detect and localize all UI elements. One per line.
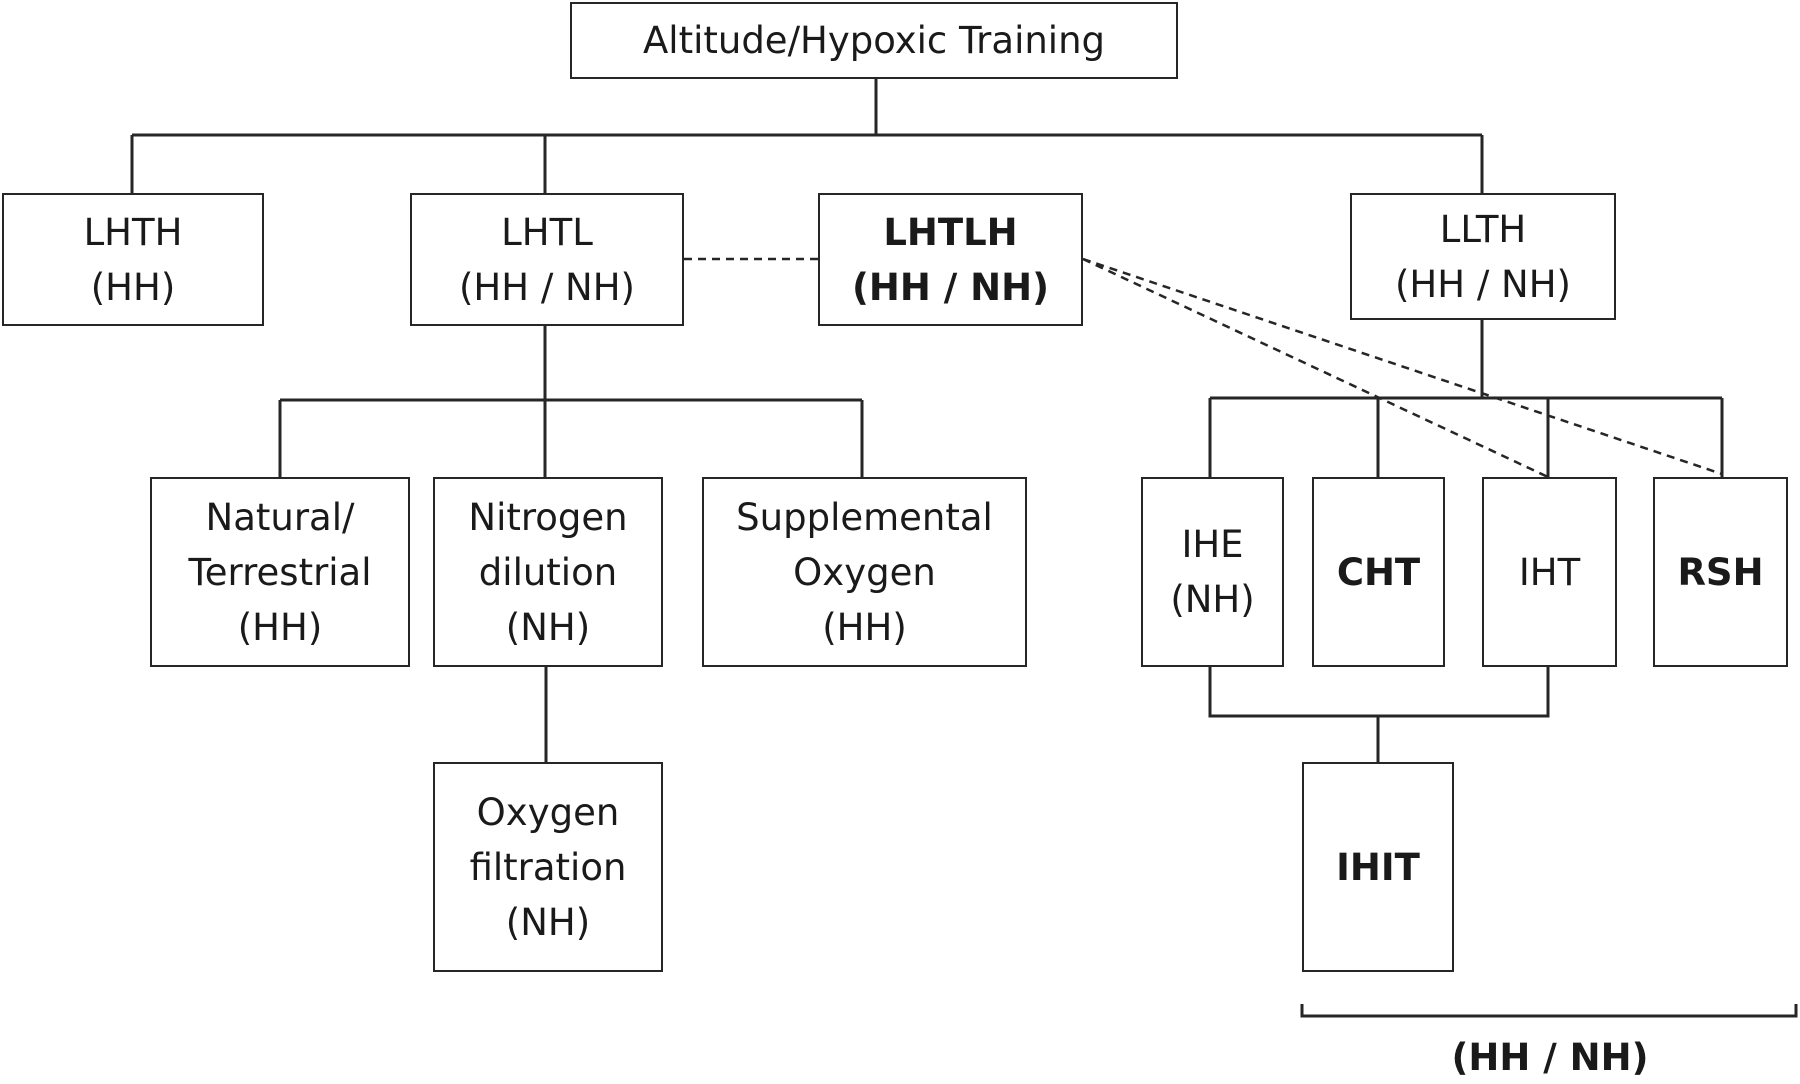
node-label: Oxygen filtration (NH) bbox=[469, 790, 627, 944]
node-ihit: IHIT bbox=[1302, 762, 1454, 972]
bracket-label: (HH / NH) bbox=[1451, 1036, 1649, 1079]
ihit-join-connector bbox=[1208, 666, 1550, 718]
node-label: Natural/ Terrestrial (HH) bbox=[188, 495, 372, 649]
node-label: LHTLH (HH / NH) bbox=[852, 210, 1049, 309]
bracket-shape bbox=[1300, 1004, 1798, 1018]
node-llth: LLTH (HH / NH) bbox=[1350, 193, 1616, 320]
lhtlh-rsh-dashed-link bbox=[1082, 257, 1723, 476]
node-label: CHT bbox=[1336, 550, 1421, 594]
node-lhth: LHTH (HH) bbox=[2, 193, 264, 326]
node-natural-terrestrial: Natural/ Terrestrial (HH) bbox=[150, 477, 410, 667]
node-label: LHTH (HH) bbox=[83, 210, 183, 309]
node-iht: IHT bbox=[1482, 477, 1617, 667]
node-rsh: RSH bbox=[1653, 477, 1788, 667]
node-supplemental-oxygen: Supplemental Oxygen (HH) bbox=[702, 477, 1027, 667]
node-label: LLTH (HH / NH) bbox=[1394, 207, 1571, 306]
node-label: IHT bbox=[1518, 550, 1581, 594]
node-oxygen-filtration: Oxygen filtration (NH) bbox=[433, 762, 663, 972]
node-lhtlh: LHTLH (HH / NH) bbox=[818, 193, 1083, 326]
node-label: Nitrogen dilution (NH) bbox=[468, 495, 628, 649]
node-lhtl: LHTL (HH / NH) bbox=[410, 193, 684, 326]
node-nitrogen-dilution: Nitrogen dilution (NH) bbox=[433, 477, 663, 667]
node-altitude-hypoxic-training: Altitude/Hypoxic Training bbox=[570, 2, 1178, 79]
node-cht: CHT bbox=[1312, 477, 1445, 667]
lhtlh-iht-dashed-link bbox=[1082, 257, 1549, 479]
node-label: IHIT bbox=[1336, 845, 1420, 889]
node-label: Altitude/Hypoxic Training bbox=[642, 19, 1106, 62]
node-label: IHE (NH) bbox=[1170, 523, 1255, 621]
node-label: Supplemental Oxygen (HH) bbox=[736, 495, 993, 649]
node-ihe: IHE (NH) bbox=[1141, 477, 1284, 667]
node-label: LHTL (HH / NH) bbox=[458, 210, 635, 309]
node-label: RSH bbox=[1677, 550, 1764, 594]
